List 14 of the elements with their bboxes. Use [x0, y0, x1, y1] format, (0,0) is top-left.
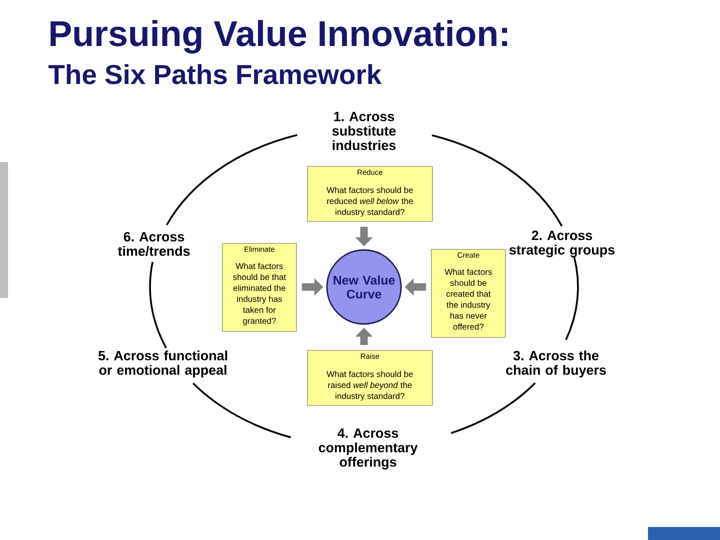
subtitle: The Six Paths Framework — [48, 64, 382, 84]
path-label: 2. Across strategic groups — [509, 230, 615, 258]
curved-line — [565, 256, 579, 340]
curved-line — [192, 382, 292, 438]
path-label: 5. Across functional or emotional appeal — [98, 350, 228, 378]
path-label: 3. Across the chain of buyers — [506, 350, 606, 378]
curved-line — [149, 262, 167, 348]
curved-line — [166, 134, 298, 226]
path-label: 4. Across complementary offerings — [318, 428, 418, 470]
curved-line — [432, 134, 563, 226]
title: Pursuing Value Innovation: — [50, 20, 508, 54]
curved-line — [450, 382, 536, 434]
path-label: 1. Across substitute industries — [332, 112, 396, 150]
path-label: 6. Across time/trends — [118, 232, 190, 256]
